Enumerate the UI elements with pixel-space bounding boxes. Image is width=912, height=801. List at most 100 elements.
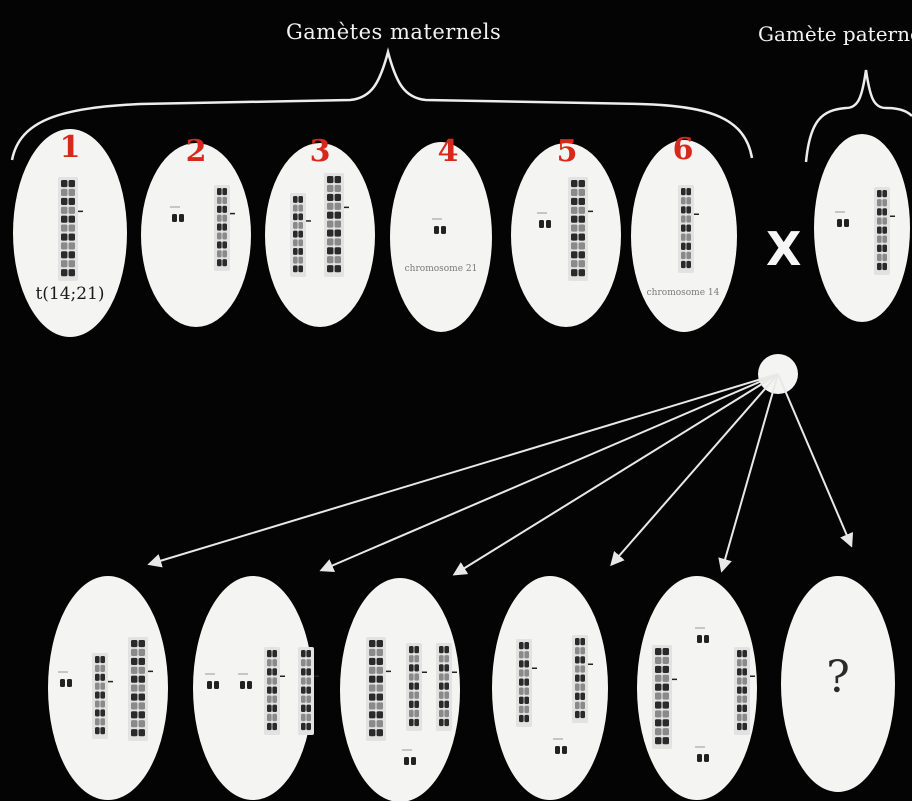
chromosome-14 (436, 643, 457, 731)
chromosome-14-band (575, 674, 580, 682)
chromosome-14-band (686, 188, 691, 196)
arrow-to-zygote-1 (147, 373, 779, 568)
chromosome-21 (537, 212, 551, 228)
chromosome-14-frame (214, 185, 230, 271)
chromosome-translocated-band (61, 260, 68, 268)
chromosome-14-band (301, 668, 306, 676)
chromosome-translocated-band (68, 269, 75, 277)
chromosome-14-band (444, 718, 449, 727)
chromosome-14-band (222, 250, 227, 258)
chromosome-14-band (877, 190, 882, 198)
chromosome-14-band (681, 206, 686, 214)
chromosome-14-band (519, 714, 524, 723)
chromosome-14-band (877, 208, 882, 216)
chromosome-translocated-band (655, 665, 662, 673)
chromosome-14-band (298, 196, 303, 203)
chromosome-translocated-band (578, 197, 585, 205)
chromosome-14-band (877, 199, 882, 207)
chromosome-translocated-band (68, 242, 75, 250)
chromosome-14-band (742, 713, 747, 722)
chromosome-14-band (272, 713, 277, 722)
chromosome-14-band (100, 700, 105, 708)
chromosome-translocated-band (138, 666, 145, 674)
chromosome-14-band (681, 215, 686, 223)
chromosome-translocated-band (131, 702, 138, 710)
chromosome-translocated-band (61, 197, 68, 205)
chromosome-translocated-band (376, 720, 383, 728)
chromosome-14-band (272, 650, 277, 658)
chromosome-14-band (272, 659, 277, 667)
chromosome-14-band (298, 213, 303, 221)
chromosome-14-band (681, 233, 686, 241)
chromosome-21 (695, 627, 709, 643)
chromosome-14-band (95, 691, 100, 699)
chromosome-translocated-band (571, 180, 578, 188)
zygote-4 (492, 576, 608, 800)
chromosome-14-band (575, 647, 580, 655)
chromosome-14-band (267, 722, 272, 731)
chromosome-14-band (737, 722, 742, 731)
chromosome-21-arm (411, 757, 416, 765)
chromosome-translocated-band (369, 675, 376, 683)
chromosome-14-band (217, 205, 222, 213)
chromosome-14-band (882, 262, 887, 271)
chromosome-21-arm (172, 214, 177, 222)
chromosome-14-band (409, 718, 414, 727)
chromosome-14-band (882, 226, 887, 234)
chromosome-translocated-band (369, 702, 376, 710)
chromosome-14-band (293, 256, 298, 264)
chromosome-translocated-band (327, 184, 334, 193)
chromosome-14-band (686, 197, 691, 205)
chromosome-14-band (575, 701, 580, 710)
gamete-number-2: 2 (185, 134, 207, 169)
chromosome-14-band (293, 265, 298, 273)
chromosome-14-band (742, 686, 747, 694)
chromosome-14-frame (406, 643, 422, 731)
chromosome-14 (516, 639, 537, 727)
chromosome-14-band (298, 239, 303, 247)
chromosome-21-arm (207, 681, 212, 689)
chromosome-14-band (444, 646, 449, 654)
chromosome-14-band (524, 660, 529, 668)
chromosome-14-band (742, 722, 747, 731)
chromosome-14-band (293, 204, 298, 212)
chromosome-translocated-band (334, 229, 341, 237)
chromosome-translocated-band (369, 693, 376, 701)
chromosome-translocated-band (327, 211, 334, 219)
chromosome-14-band (742, 659, 747, 667)
chromosome-14-band (580, 701, 585, 710)
chromosome-14-band (524, 705, 529, 714)
chromosome-translocated-band (327, 265, 334, 273)
chromosome-14-band (298, 230, 303, 238)
chromosome-translocated-band (138, 729, 145, 737)
chromosome-translocated-band (376, 729, 383, 737)
chromosome-14-band (306, 659, 311, 667)
chromosome-translocated (568, 177, 593, 281)
chromosome-translocated-band (68, 188, 75, 197)
chromosome-translocated-band (334, 193, 341, 201)
chromosome-14-band (414, 646, 419, 654)
chromosome-14-band (681, 260, 686, 269)
chromosome-14-band (524, 669, 529, 677)
chromosome-14-band (414, 664, 419, 672)
chromosome-translocated-band (376, 666, 383, 674)
paternal-brace (804, 69, 912, 163)
chromosome-21 (238, 673, 252, 689)
chromosome-translocated-band (68, 260, 75, 268)
maternal-gamete-3 (265, 143, 375, 327)
chromosome-translocated-band (131, 711, 138, 719)
chromosome-translocated-band (138, 711, 145, 719)
chromosome-14-band (519, 696, 524, 704)
chromosome-14-band (217, 250, 222, 258)
chromosome-14-band (217, 214, 222, 222)
chromosome-translocated-band (131, 684, 138, 692)
chromosome-14-band (575, 710, 580, 719)
chromosome-14-band (301, 722, 306, 731)
chromosome-14-band (217, 241, 222, 249)
chromosome-14-band (306, 713, 311, 722)
chromosome-14-band (524, 642, 529, 650)
chromosome-translocated-band (131, 729, 138, 737)
chromosome-14-band (742, 704, 747, 712)
chromosome-14-band (409, 700, 414, 708)
chromosome-14-frame (436, 643, 452, 731)
